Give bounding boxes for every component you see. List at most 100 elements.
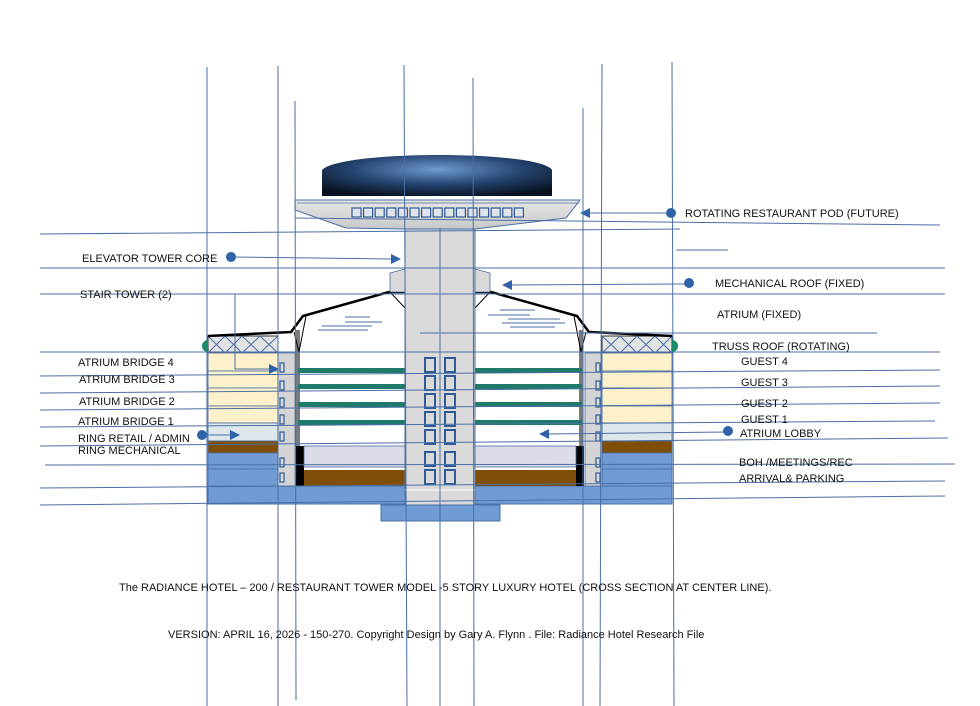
right-ring bbox=[576, 330, 673, 487]
stair-window bbox=[595, 362, 601, 373]
label-atrium-bridge-3: ATRIUM BRIDGE 3 bbox=[79, 374, 175, 386]
stair-window bbox=[595, 397, 601, 408]
core-window bbox=[444, 469, 456, 485]
bridge-2-left bbox=[298, 402, 405, 407]
pod-window bbox=[363, 207, 374, 218]
core-window bbox=[444, 357, 456, 373]
guest-3-left bbox=[207, 370, 279, 389]
stair-window bbox=[279, 472, 285, 483]
pod-window bbox=[467, 207, 478, 218]
boh-floor-right bbox=[474, 445, 577, 468]
pod-window bbox=[479, 207, 490, 218]
parking-slab-left bbox=[304, 470, 405, 486]
bridge-3-right bbox=[475, 384, 582, 389]
parking-left bbox=[207, 468, 279, 487]
pod-window bbox=[444, 207, 455, 218]
label-truss-roof: TRUSS ROOF (ROTATING) bbox=[712, 341, 850, 353]
pod-windows bbox=[351, 207, 525, 218]
guest-3-right bbox=[601, 370, 673, 389]
column-base-left bbox=[296, 446, 304, 486]
core-window bbox=[424, 411, 436, 427]
label-atrium-lobby: ATRIUM LOBBY bbox=[740, 428, 822, 440]
truss-roof-left bbox=[207, 335, 279, 354]
guide-vertical bbox=[472, 77, 475, 706]
boh-right bbox=[601, 452, 673, 470]
guide-horizontal bbox=[294, 217, 941, 226]
label-atrium-bridge-2: ATRIUM BRIDGE 2 bbox=[79, 396, 175, 408]
callout-dot bbox=[666, 208, 676, 218]
diagram-title: The RADIANCE HOTEL – 200 / RESTAURANT TO… bbox=[119, 582, 771, 594]
label-guest-1: GUEST 1 bbox=[741, 414, 788, 426]
bridge-2-right bbox=[475, 402, 582, 407]
bridge-4-right bbox=[475, 368, 582, 373]
callout-dot bbox=[226, 252, 236, 262]
core-window bbox=[424, 357, 436, 373]
pod-window bbox=[409, 207, 420, 218]
label-elevator-tower-core: ELEVATOR TOWER CORE bbox=[82, 253, 217, 265]
guest-4-left bbox=[207, 352, 279, 372]
guide-horizontal bbox=[39, 495, 946, 506]
stair-window bbox=[279, 431, 285, 442]
right-labels: ROTATING RESTAURANT POD (FUTURE) MECHANI… bbox=[685, 208, 899, 485]
pod-window bbox=[386, 207, 397, 218]
callout-dot bbox=[197, 430, 207, 440]
pod-window bbox=[513, 207, 525, 218]
pod-window bbox=[374, 207, 385, 218]
boh-floor-left bbox=[303, 445, 406, 468]
stair-window bbox=[279, 397, 285, 408]
pod-window bbox=[455, 207, 466, 218]
building bbox=[207, 155, 673, 522]
version-line: VERSION: APRIL 16, 2026 - 150-270. Copyr… bbox=[168, 629, 704, 641]
core-window bbox=[424, 393, 436, 409]
mechanical-roof-left bbox=[389, 268, 406, 293]
core-window bbox=[424, 375, 436, 391]
stair-window bbox=[279, 414, 285, 425]
guide-vertical bbox=[294, 100, 297, 701]
label-atrium-bridge-1: ATRIUM BRIDGE 1 bbox=[78, 416, 174, 428]
stair-tower-windows bbox=[279, 362, 601, 483]
pod-window bbox=[432, 207, 443, 218]
pod-window bbox=[502, 207, 513, 218]
callout-dot bbox=[723, 426, 733, 436]
guest-2-left bbox=[207, 387, 279, 407]
boh-left bbox=[207, 452, 279, 470]
atrium-bridges bbox=[298, 368, 582, 425]
label-arrival-parking: ARRIVAL& PARKING bbox=[739, 473, 844, 485]
guest-2-right bbox=[601, 387, 673, 407]
rotating-restaurant-pod bbox=[294, 155, 582, 230]
stair-window bbox=[279, 380, 285, 391]
pod-window bbox=[421, 207, 432, 218]
guide-horizontal bbox=[39, 369, 941, 377]
pod-dome bbox=[322, 155, 552, 196]
stair-window bbox=[595, 457, 601, 468]
stair-window bbox=[279, 457, 285, 468]
guide-vertical bbox=[671, 61, 675, 706]
arrow-head-icon bbox=[269, 364, 279, 374]
truss-roof-right bbox=[601, 335, 673, 354]
guide-horizontal bbox=[44, 463, 956, 466]
lobby-right bbox=[601, 422, 673, 442]
stair-window bbox=[595, 472, 601, 483]
mechanical-roof-right bbox=[474, 268, 491, 293]
mechanical-left bbox=[207, 440, 279, 454]
bridge-4-left bbox=[298, 368, 405, 373]
label-guest-3: GUEST 3 bbox=[741, 377, 788, 389]
bridge-3-left bbox=[298, 384, 405, 389]
guide-horizontal bbox=[39, 437, 949, 447]
bridge-1-right bbox=[475, 420, 582, 425]
truss-marker-left bbox=[202, 340, 208, 352]
arrow-head-icon bbox=[391, 254, 401, 264]
label-ring-retail-admin: RING RETAIL / ADMIN bbox=[78, 433, 190, 445]
callout-dot bbox=[684, 278, 694, 288]
captions: The RADIANCE HOTEL – 200 / RESTAURANT TO… bbox=[119, 582, 771, 641]
guide-horizontal bbox=[39, 402, 941, 411]
guest-4-right bbox=[601, 352, 673, 372]
stair-window bbox=[595, 414, 601, 425]
label-guest-4: GUEST 4 bbox=[741, 356, 788, 368]
guide-lines bbox=[39, 61, 956, 706]
callouts bbox=[188, 208, 733, 440]
guide-vertical bbox=[599, 63, 603, 706]
core-window bbox=[424, 451, 436, 467]
label-stair-tower: STAIR TOWER (2) bbox=[80, 289, 172, 301]
stair-window bbox=[279, 362, 285, 373]
